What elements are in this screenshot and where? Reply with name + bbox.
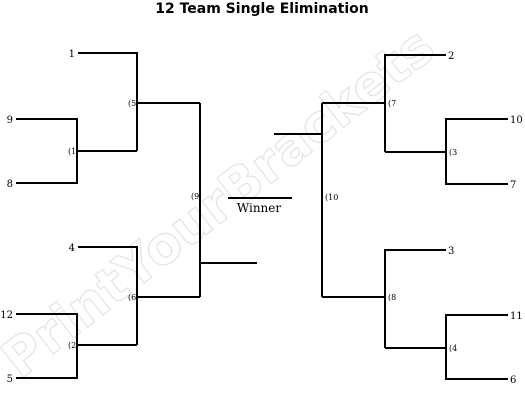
seed-label: 9 xyxy=(7,115,13,126)
seed-label: 1 xyxy=(69,49,75,60)
game-label: (6 xyxy=(128,293,136,302)
game-label: (7 xyxy=(388,99,396,108)
seed-label: 11 xyxy=(510,311,523,322)
game-label: (8 xyxy=(388,293,396,302)
game-label: (1 xyxy=(68,147,76,156)
winner-label: Winner xyxy=(237,201,282,215)
line-seed-1 xyxy=(78,52,138,103)
seed-label: 8 xyxy=(7,179,13,190)
bracket-title: 12 Team Single Elimination xyxy=(155,1,369,17)
game-label: (3 xyxy=(449,148,457,157)
seed-label: 10 xyxy=(510,115,523,126)
seed-label: 3 xyxy=(448,246,454,257)
seed-label: 12 xyxy=(0,310,13,321)
watermark: PrintYourBrackets xyxy=(0,17,446,391)
seed-label: 4 xyxy=(69,243,75,254)
game-label: (4 xyxy=(449,344,457,353)
line-seed-3 xyxy=(384,249,446,297)
seed-label: 6 xyxy=(510,375,516,386)
game-label: (5 xyxy=(128,99,136,108)
right-bracket xyxy=(274,54,508,380)
game-label: (9 xyxy=(191,192,199,201)
game-label: (10 xyxy=(325,193,338,202)
seed-label: 2 xyxy=(448,51,454,62)
line-seed-4 xyxy=(78,246,138,297)
seed-label: 5 xyxy=(7,374,13,385)
line-seed-2 xyxy=(384,54,446,103)
game-label: (2 xyxy=(68,341,76,350)
left-bracket xyxy=(16,52,257,379)
seed-label: 7 xyxy=(510,180,516,191)
